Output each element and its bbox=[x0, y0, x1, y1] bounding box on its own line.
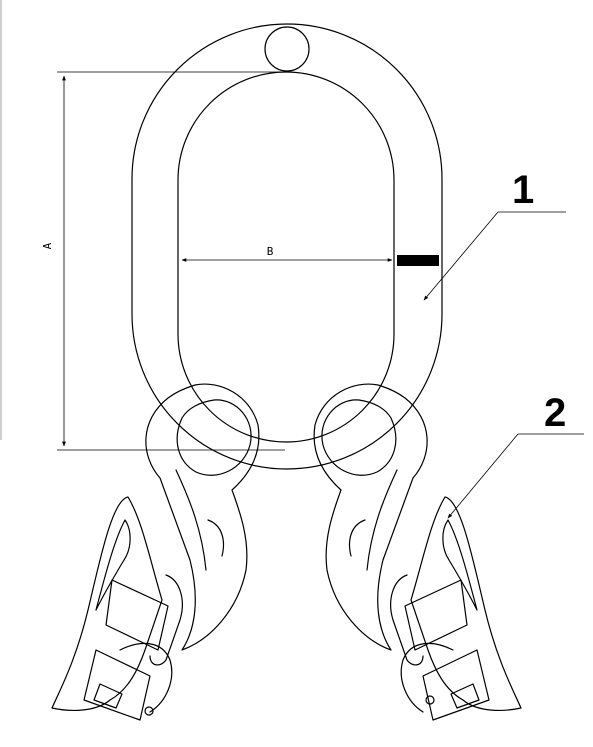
right-sub-link bbox=[313, 383, 428, 651]
section-hatch bbox=[264, 26, 310, 72]
callout-2-label: 2 bbox=[544, 391, 566, 435]
callout-1-label: 1 bbox=[512, 168, 534, 212]
dimension-a-label: A bbox=[41, 242, 54, 249]
weld-mark bbox=[397, 255, 439, 266]
dimension-b-label: B bbox=[267, 245, 274, 258]
left-sub-link bbox=[145, 383, 260, 651]
right-hook bbox=[390, 496, 522, 721]
dimension-b: B bbox=[181, 245, 393, 262]
master-link bbox=[131, 23, 443, 470]
callout-2: 2 bbox=[447, 391, 584, 519]
dimension-a: A bbox=[41, 71, 285, 451]
right-hook-pin-icon bbox=[425, 695, 435, 705]
left-hook bbox=[51, 496, 183, 721]
left-hook-pin-icon bbox=[144, 706, 154, 716]
callout-1: 1 bbox=[423, 168, 566, 301]
master-link-outer bbox=[131, 23, 443, 470]
master-link-inner bbox=[177, 71, 395, 443]
